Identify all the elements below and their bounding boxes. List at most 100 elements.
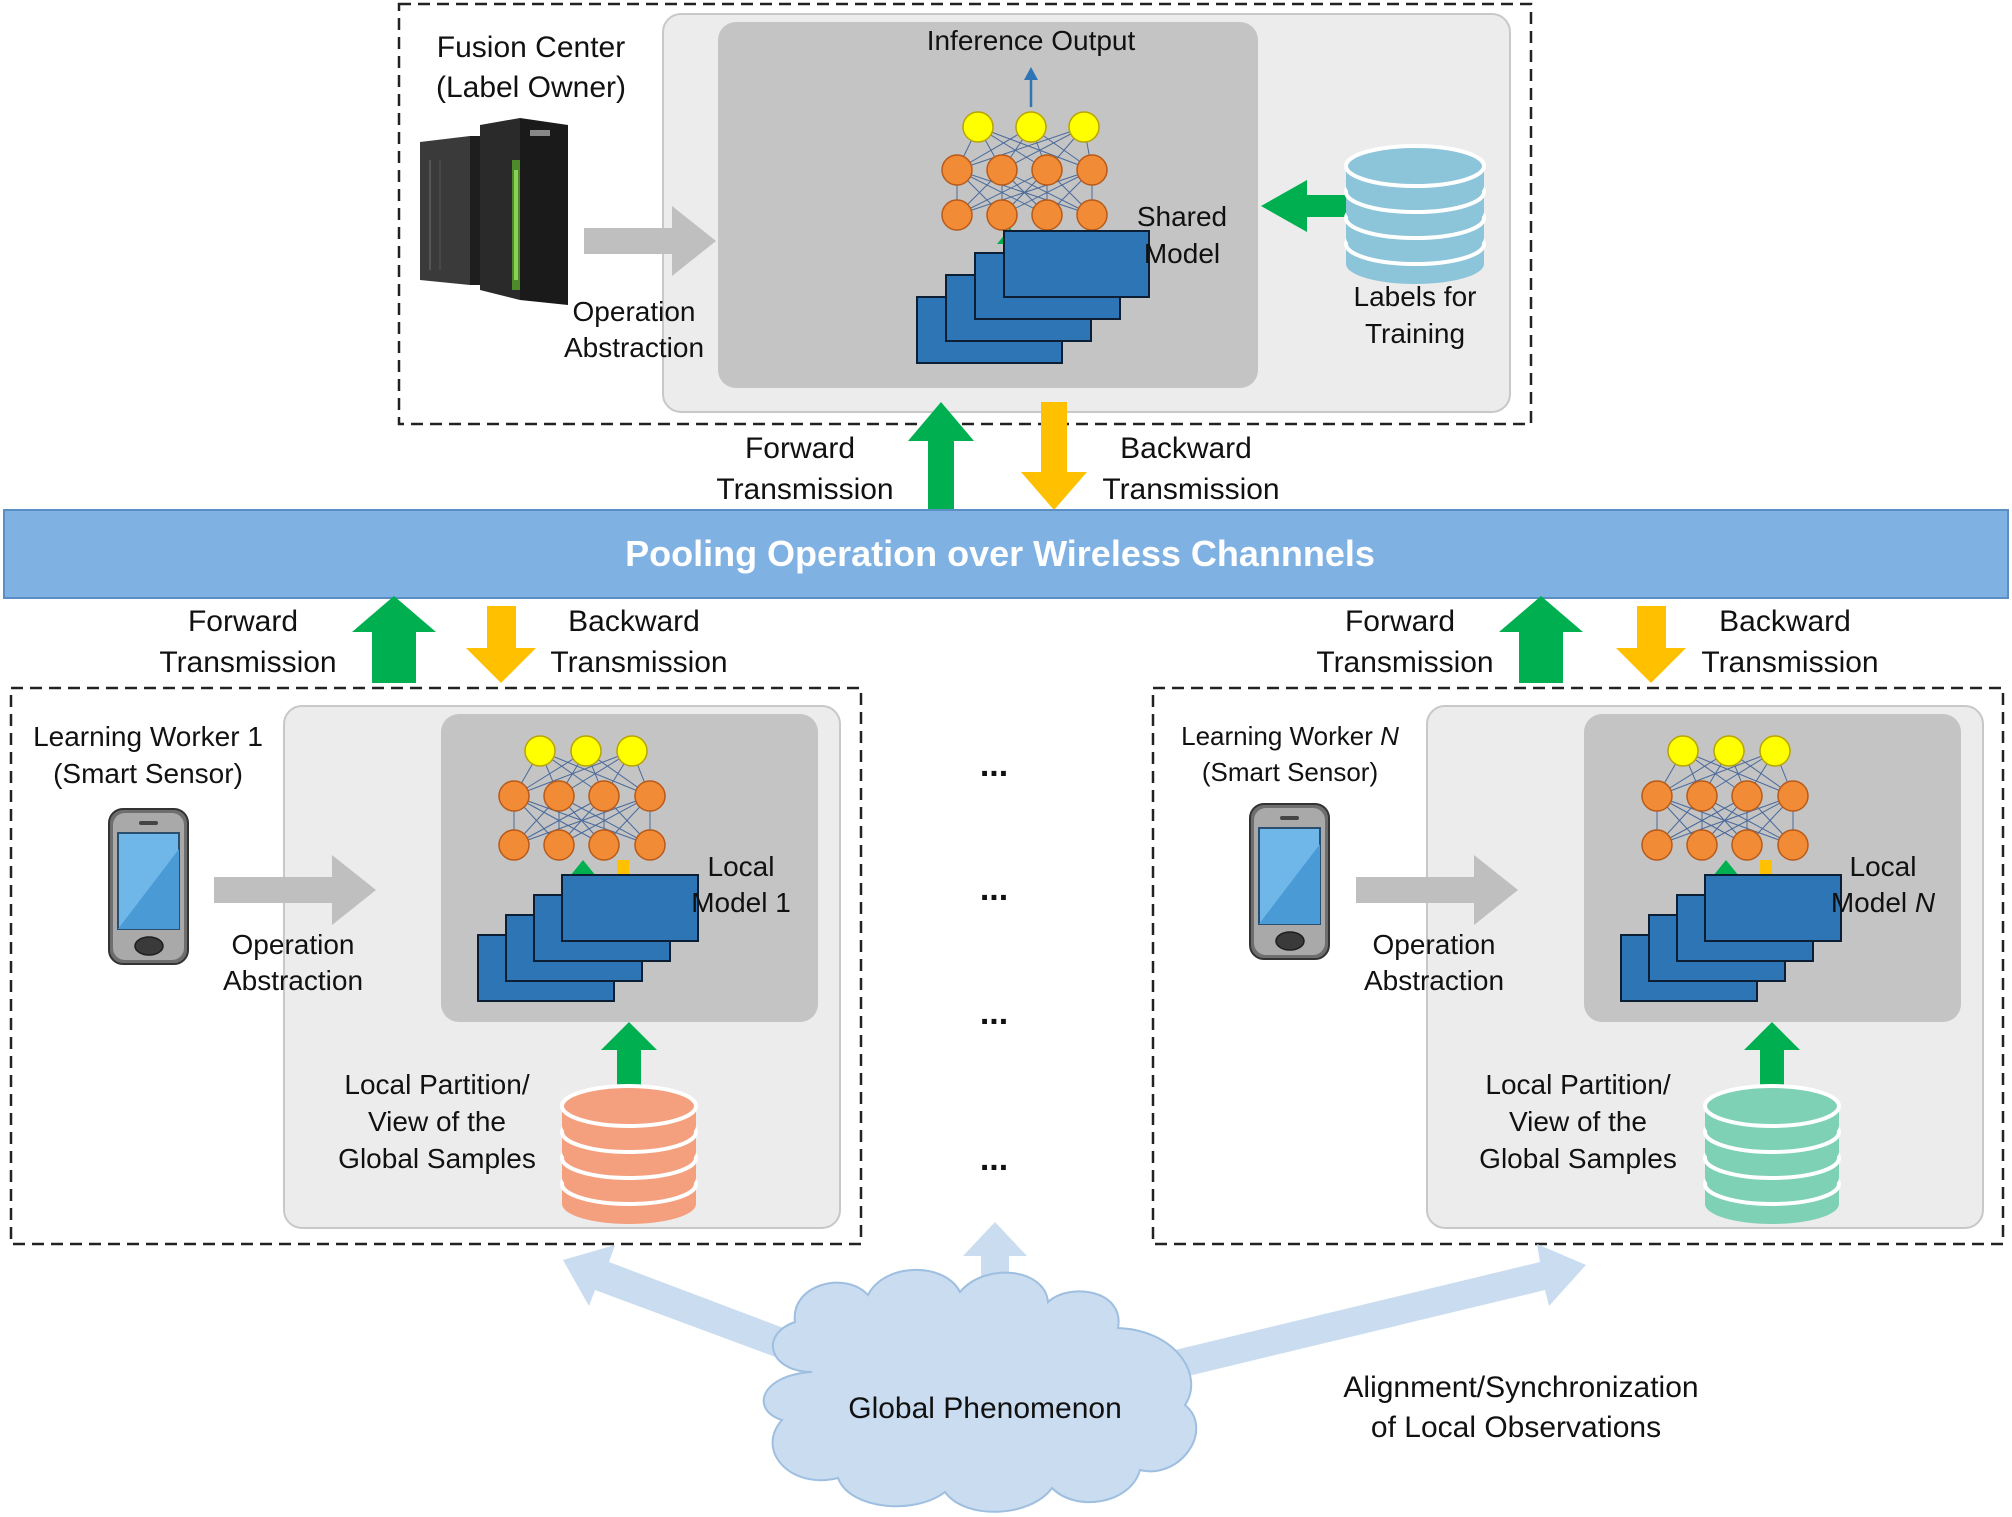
hidden-neuron — [1731, 829, 1763, 861]
ellipsis-2: ... — [980, 870, 1008, 908]
worker1-forward-label-2: Transmission — [159, 646, 336, 679]
hidden-neuron — [588, 829, 620, 861]
phone-speaker — [139, 821, 158, 825]
worker1-data-label-2: View of the — [368, 1106, 506, 1137]
worker1-forward-arrow — [352, 596, 436, 683]
fusion-operation-label-2: Abstraction — [564, 332, 704, 363]
hidden-neuron — [1076, 199, 1108, 231]
worker1-operation-label-1: Operation — [232, 929, 355, 960]
smartphone-icon — [108, 808, 189, 965]
hidden-neuron — [498, 780, 530, 812]
hidden-neuron — [1031, 199, 1063, 231]
hidden-neuron — [634, 829, 666, 861]
feature-layer — [1704, 874, 1842, 942]
top-backward-arrow — [1021, 402, 1087, 510]
worker1-title: Learning Worker 1 — [33, 721, 263, 752]
hidden-neuron — [1777, 780, 1809, 812]
local-model-1-label-1: Local — [708, 851, 775, 882]
workern-forward-arrow — [1499, 596, 1583, 683]
local-model-1-network — [498, 735, 666, 861]
phone-screen-shine — [118, 849, 179, 929]
worker1-backward-label-2: Transmission — [550, 646, 727, 679]
workern-data-label-1: Local Partition/ — [1485, 1069, 1670, 1100]
worker1-backward-arrow — [466, 606, 536, 683]
local-model-1-layer-stack — [477, 874, 699, 1002]
worker1-forward-label-1: Forward — [188, 605, 298, 638]
hidden-neuron — [634, 780, 666, 812]
server-rack-icon — [420, 118, 568, 305]
output-neuron — [962, 111, 994, 143]
phone-speaker — [1280, 816, 1299, 820]
worker1-data-label-3: Global Samples — [338, 1143, 536, 1174]
output-neuron — [1759, 735, 1791, 767]
workern-database-icon — [1703, 1084, 1841, 1224]
labels-for-training-label-2: Training — [1365, 318, 1465, 349]
inference-output-label: Inference Output — [927, 25, 1136, 56]
phone-screen-shine — [1259, 844, 1320, 924]
fusion-center-subtitle: (Label Owner) — [436, 71, 626, 104]
alignment-label-1: Alignment/Synchronization — [1343, 1371, 1698, 1404]
workern-dashed-border — [1151, 686, 2005, 1246]
hidden-neuron — [941, 154, 973, 186]
worker1-operation-arrow — [214, 855, 376, 925]
nn-edge — [977, 126, 1093, 171]
worker1-data-to-model-arrow — [601, 1022, 657, 1088]
local-model-n-label-2: Model N — [1831, 887, 1936, 918]
top-forward-arrow — [908, 402, 974, 510]
workern-subtitle: (Smart Sensor) — [1202, 757, 1378, 787]
phenomenon-to-middle-arrow — [963, 1222, 1027, 1320]
local-model-n-label-1: Local — [1850, 851, 1917, 882]
database-disk-top — [560, 1084, 698, 1128]
hidden-neuron — [1641, 829, 1673, 861]
ellipsis-1: ... — [980, 746, 1008, 784]
nn-edge — [956, 169, 1093, 216]
nn-edge — [513, 795, 605, 846]
hidden-neuron — [498, 829, 530, 861]
nn-edge — [1656, 750, 1776, 797]
hidden-neuron — [1076, 154, 1108, 186]
local-model-n-network — [1641, 735, 1809, 861]
worker1-operation-label-2: Abstraction — [223, 965, 363, 996]
workern-operation-label-1: Operation — [1373, 929, 1496, 960]
output-neuron — [1713, 735, 1745, 767]
worker1-dashed-border — [9, 686, 863, 1246]
workers-ellipsis: ... ... ... ... — [980, 746, 1008, 1178]
nn-edge — [1656, 795, 1794, 846]
global-phenomenon-cloud — [762, 1268, 1198, 1513]
workern-backward-label-1: Backward — [1719, 605, 1851, 638]
hidden-neuron — [1686, 780, 1718, 812]
phenomenon-to-worker1-arrow — [563, 1245, 815, 1368]
hidden-neuron — [588, 780, 620, 812]
hidden-neuron — [1031, 154, 1063, 186]
workern-title: Learning Worker N — [1181, 721, 1399, 751]
output-neuron — [1015, 111, 1047, 143]
feature-layer — [561, 874, 699, 942]
wireless-channel-bar: Pooling Operation over Wireless Channnel… — [3, 509, 2009, 599]
global-phenomenon-group: Global Phenomenon Alignment/Synchronizat… — [563, 1222, 1699, 1513]
shared-model-label-1: Shared — [1137, 201, 1227, 232]
operation-abstraction-arrow — [584, 206, 716, 276]
feature-layer — [1003, 230, 1150, 298]
database-disk-top — [1703, 1084, 1841, 1128]
global-phenomenon-label: Global Phenomenon — [848, 1392, 1122, 1425]
smartphone-icon — [1249, 803, 1330, 960]
nn-edge — [1001, 169, 1093, 216]
nn-edge — [956, 169, 1048, 216]
shared-model-label-2: Model — [1144, 238, 1220, 269]
top-forward-label-2: Transmission — [716, 473, 893, 506]
fusion-center-group: Fusion Center (Label Owner) Operation Ab… — [397, 2, 1533, 426]
nn-edge — [956, 126, 1085, 171]
local-model-n-layer-stack — [1620, 874, 1842, 1002]
top-backward-label-1: Backward — [1120, 432, 1252, 465]
phone-home-button — [134, 936, 164, 956]
output-neuron — [1667, 735, 1699, 767]
labels-database-icon — [1344, 144, 1486, 284]
output-neuron — [616, 735, 648, 767]
hidden-neuron — [941, 199, 973, 231]
output-neuron — [524, 735, 556, 767]
hidden-neuron — [986, 154, 1018, 186]
workern-data-label-2: View of the — [1509, 1106, 1647, 1137]
top-forward-label-1: Forward — [745, 432, 855, 465]
hidden-neuron — [1777, 829, 1809, 861]
